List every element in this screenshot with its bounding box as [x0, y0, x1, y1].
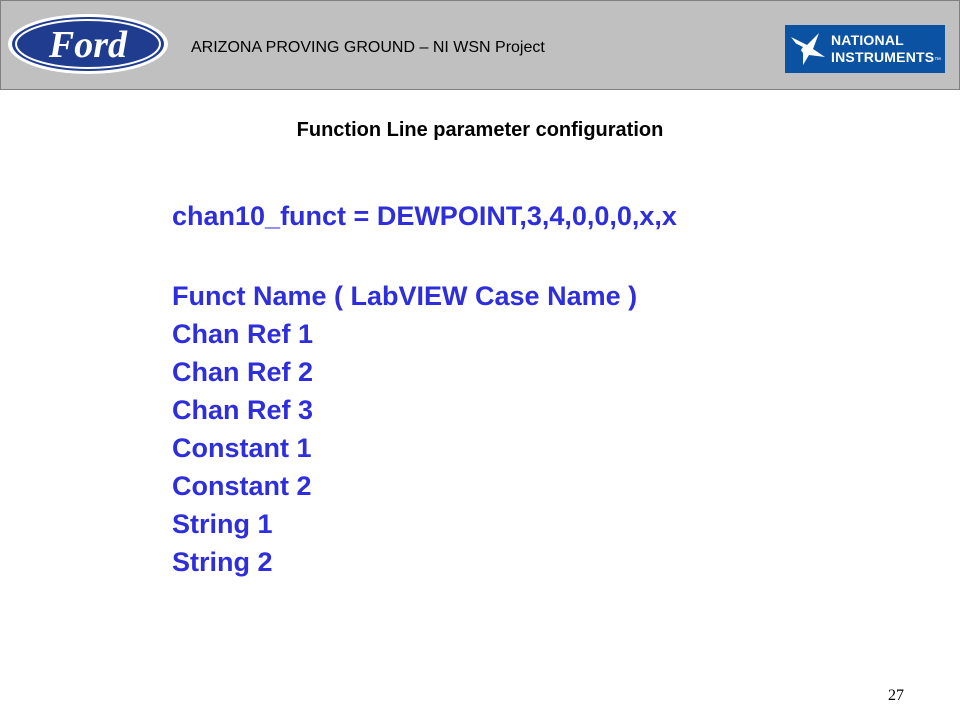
param-list: Funct Name ( LabVIEW Case Name ) Chan Re… — [172, 277, 637, 581]
ni-eagle-icon — [791, 33, 825, 65]
param-item: String 1 — [172, 509, 273, 539]
ford-logo: Ford — [8, 14, 168, 74]
slide-subtitle: Function Line parameter configuration — [296, 119, 664, 141]
param-item: String 2 — [172, 547, 273, 577]
param-item: Chan Ref 3 — [172, 395, 314, 425]
param-item: Constant 1 — [172, 433, 312, 463]
header-title: ARIZONA PROVING GROUND – NI WSN Project — [191, 39, 545, 56]
ni-trademark: ™ — [934, 57, 941, 64]
param-item: Chan Ref 1 — [172, 319, 314, 349]
ni-logo-text: NATIONAL INSTRUMENTS — [831, 32, 935, 65]
param-item: Chan Ref 2 — [172, 357, 314, 387]
param-item: Funct Name ( LabVIEW Case Name ) — [172, 281, 638, 311]
ni-logo: NATIONAL INSTRUMENTS ™ — [785, 25, 945, 73]
param-item: Constant 2 — [172, 471, 312, 501]
header-bar: Ford ARIZONA PROVING GROUND – NI WSN Pro… — [0, 0, 960, 90]
svg-text:Ford: Ford — [48, 24, 128, 66]
page-number: 27 — [888, 687, 904, 704]
config-line: chan10_funct = DEWPOINT,3,4,0,0,0,x,x — [172, 201, 677, 231]
